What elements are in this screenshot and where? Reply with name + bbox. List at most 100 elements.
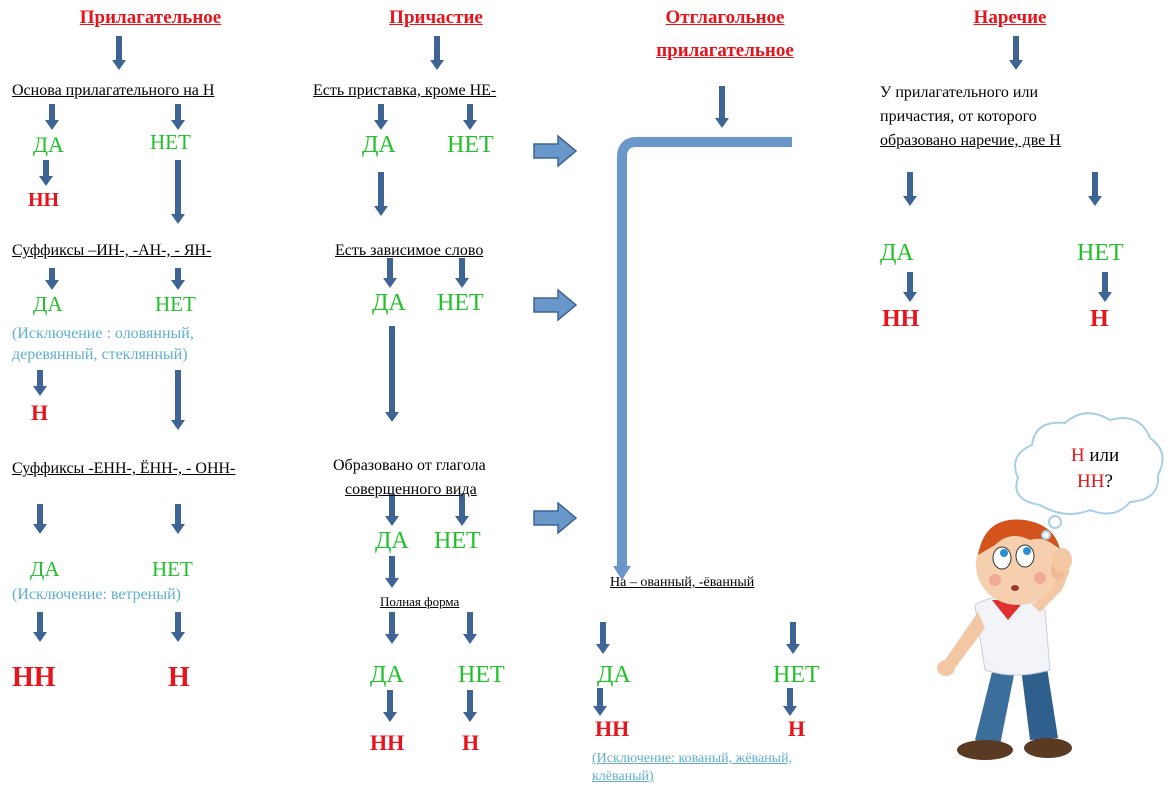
adverb-q1-no: НЕТ [1077, 240, 1124, 266]
bracket-connector [617, 137, 792, 568]
thought-bubble [1014, 412, 1164, 540]
adjective-title: Прилагательное [79, 7, 222, 28]
down-arrow [455, 258, 469, 288]
participle-title: Причастие [389, 7, 483, 28]
down-arrow [786, 622, 800, 654]
down-arrow [903, 272, 917, 302]
down-arrow [385, 326, 399, 422]
adjective-q3-no: НЕТ [152, 557, 193, 581]
adjective-q1: Основа прилагательного на Н [12, 82, 215, 99]
down-arrow [1088, 172, 1102, 206]
adverb-q1-yes: ДА [880, 240, 914, 266]
down-arrow [45, 104, 59, 130]
down-arrow [374, 104, 388, 130]
verbal-adjective-title-line1: Отглагольное [665, 7, 785, 28]
down-arrow [171, 268, 185, 290]
adjective-q2-yes: ДА [33, 292, 63, 316]
participle-q4-no: НЕТ [458, 662, 505, 688]
adjective-q1-yes: ДА [33, 132, 64, 157]
down-arrow [33, 504, 47, 534]
down-arrow [463, 612, 477, 644]
bubble-question: ? [1104, 471, 1113, 492]
down-arrow [39, 160, 53, 186]
participle-q2: Есть зависимое слово [335, 242, 484, 259]
participle-q1-yes: ДА [362, 132, 396, 158]
down-arrow [45, 268, 59, 290]
down-arrow [33, 612, 47, 642]
adjective-q3: Суффиксы -ЕНН-, ЁНН-, - ОНН- [12, 460, 236, 477]
adjective-q3-yes: ДА [30, 557, 60, 581]
participle-q4-no-result: Н [462, 730, 480, 755]
adjective-q1-no: НЕТ [150, 130, 191, 154]
down-arrow [171, 612, 185, 642]
participle-q4: Полная форма [380, 594, 460, 609]
adjective-q3-no-result: Н [168, 662, 190, 693]
adverb-title: Наречие [973, 7, 1047, 28]
down-arrow [463, 104, 477, 130]
adjective-q2-yes-result: Н [31, 400, 49, 425]
adverb-q1-line2: причастия, от которого [880, 108, 1037, 125]
down-arrow [171, 504, 185, 534]
down-arrow [33, 370, 47, 396]
bracket-arrowhead [613, 566, 631, 580]
adjective-q2-no: НЕТ [155, 292, 196, 316]
down-arrow [783, 688, 797, 716]
down-arrow [383, 258, 397, 288]
bubble-n: Н [1070, 445, 1085, 466]
adjective-q3-exception: (Исключение: ветреный) [12, 586, 181, 603]
down-arrow [171, 104, 185, 130]
down-arrows [33, 36, 1112, 722]
adjective-q1-yes-result: НН [28, 189, 60, 211]
adverb-q1-line3: образовано наречие, две Н [880, 132, 1061, 149]
boy-illustration [937, 519, 1072, 760]
down-arrow [455, 494, 469, 526]
bubble-text: Н или НН? [1055, 443, 1135, 495]
adverb-q1-line1: У прилагательного или [880, 84, 1038, 101]
right-arrow [533, 288, 578, 322]
down-arrow [112, 36, 126, 70]
right-arrow [533, 501, 578, 535]
down-arrow [596, 622, 610, 654]
down-arrow [171, 370, 185, 430]
participle-q3-line2: совершенного вида [345, 481, 477, 498]
participle-q1-no: НЕТ [447, 132, 494, 158]
participle-q3-yes: ДА [375, 528, 409, 554]
verbal-adjective-q1-no-result: Н [788, 716, 806, 741]
down-arrow [1098, 272, 1112, 302]
participle-q2-no: НЕТ [437, 290, 484, 316]
participle-q4-yes: ДА [370, 662, 404, 688]
down-arrow [385, 556, 399, 588]
participle-q4-yes-result: НН [370, 730, 405, 755]
adjective-q2-exception: (Исключение : оловянный, деревянный, сте… [12, 325, 194, 363]
adverb-q1-yes-result: НН [882, 306, 920, 332]
down-arrow [903, 172, 917, 206]
participle-q2-yes: ДА [372, 290, 406, 316]
down-arrow [171, 160, 185, 224]
verbal-adjective-q1-yes-result: НН [595, 716, 630, 741]
verbal-adjective-title-line2: прилагательное [656, 40, 794, 61]
down-arrow [463, 690, 477, 722]
participle-q3-line1: Образовано от глагола [333, 457, 486, 474]
down-arrow [385, 612, 399, 644]
right-arrow [533, 134, 578, 168]
down-arrow [593, 688, 607, 716]
down-arrow [374, 172, 388, 216]
down-arrow [385, 494, 399, 526]
participle-q1: Есть приставка, кроме НЕ- [313, 82, 497, 99]
participle-q3-no: НЕТ [434, 528, 481, 554]
down-arrow [430, 36, 444, 70]
right-arrows [533, 134, 578, 535]
adverb-q1-no-result: Н [1090, 306, 1109, 332]
down-arrow [1009, 36, 1023, 70]
adjective-q2: Суффиксы –ИН-, -АН-, - ЯН- [12, 242, 212, 259]
bubble-nn: НН [1077, 471, 1105, 492]
down-arrow [383, 690, 397, 722]
verbal-adjective-q1-no: НЕТ [773, 662, 820, 688]
verbal-adjective-q1-yes: ДА [597, 662, 631, 688]
down-arrow [715, 86, 729, 128]
adjective-q3-yes-result: НН [12, 662, 56, 693]
verbal-adjective-exception: (Исключение: кованый, жёваный, клёваный) [592, 751, 793, 784]
verbal-adjective-q1: На – ованный, -ёванный [610, 575, 755, 590]
bubble-or: или [1084, 445, 1120, 466]
